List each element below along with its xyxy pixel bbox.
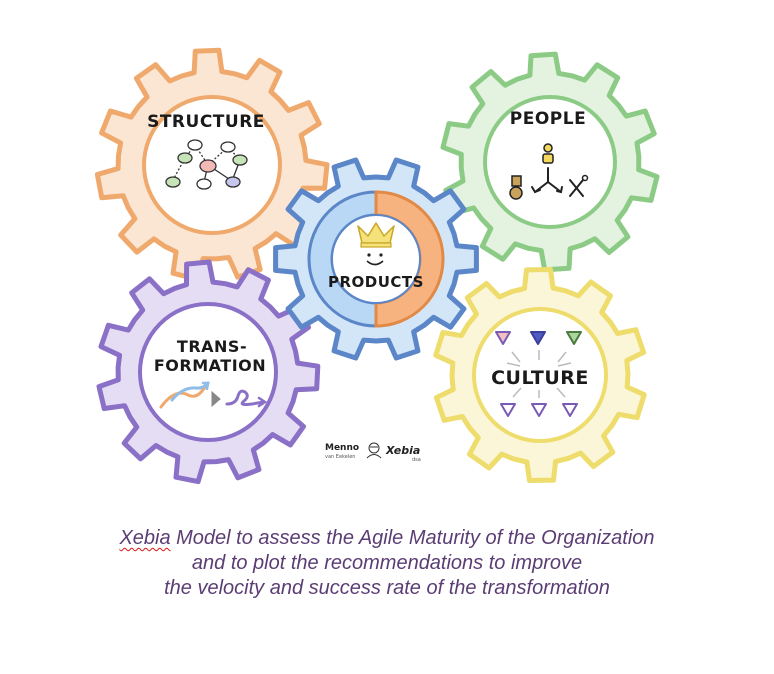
network-icon [165, 139, 248, 190]
transformation-arrows-icon [159, 381, 268, 409]
author-name: Menno [325, 443, 359, 453]
transformation-label-line2: FORMATION [154, 356, 266, 375]
company-sub: dsa [412, 457, 421, 463]
people-label: PEOPLE [510, 109, 586, 129]
culture-label: CULTURE [491, 367, 589, 389]
company-credit: Xebia dsa [385, 444, 421, 463]
crown-smile-icon [357, 222, 395, 266]
caption: Xebia Model to assess the Agile Maturity… [0, 526, 774, 601]
author-avatar-icon [366, 442, 382, 459]
author-surname: van Eekelen [325, 454, 355, 460]
gear-products [273, 157, 479, 361]
triangles-icon [495, 331, 582, 417]
caption-line-1-rest: Model to assess the Agile Maturity of th… [170, 527, 655, 549]
people-roles-icon [509, 143, 589, 200]
caption-line-1: Xebia Model to assess the Agile Maturity… [0, 526, 774, 551]
gear-transformation [96, 259, 321, 485]
products-label: PRODUCTS [328, 273, 424, 291]
caption-brand: Xebia [119, 527, 171, 549]
author-credit: Menno van Eekelen [325, 442, 382, 460]
caption-line-3: the velocity and success rate of the tra… [164, 577, 610, 599]
structure-label: STRUCTURE [147, 112, 265, 132]
transformation-label-line1: TRANS- [177, 337, 247, 356]
caption-line-2: and to plot the recommendations to impro… [191, 552, 583, 574]
company-logo: Xebia [385, 444, 420, 457]
